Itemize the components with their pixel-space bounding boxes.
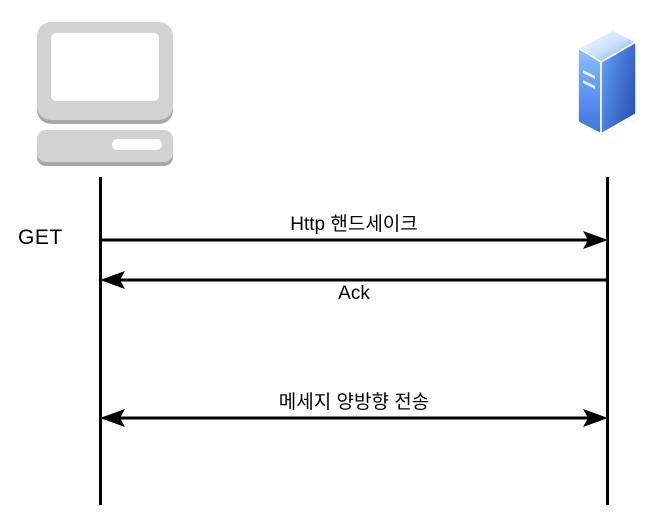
message-1-label: Http 핸드세이크 [290, 214, 418, 236]
get-label: GET [18, 226, 63, 249]
server-front-face [600, 40, 637, 136]
message-3-arrow [100, 409, 608, 427]
server-indicator-slot [583, 70, 595, 79]
message-2: Ack [99, 268, 609, 304]
message-1-arrow [99, 231, 608, 249]
message-2-arrow [100, 271, 609, 289]
server-indicator-slot [583, 80, 595, 89]
server-side-face [577, 46, 602, 136]
desktop-computer-icon [33, 18, 178, 166]
server-tower-icon [566, 22, 646, 152]
message-1: Http 핸드세이크 [99, 214, 609, 252]
message-2-label: Ack [338, 283, 370, 304]
client-lifeline [99, 177, 102, 505]
computer-base-slot [112, 139, 162, 150]
monitor-screen [51, 33, 159, 101]
message-3-label: 메세지 양방향 전송 [278, 392, 430, 414]
server-lifeline [606, 177, 609, 505]
message-3: 메세지 양방향 전송 [99, 392, 609, 430]
